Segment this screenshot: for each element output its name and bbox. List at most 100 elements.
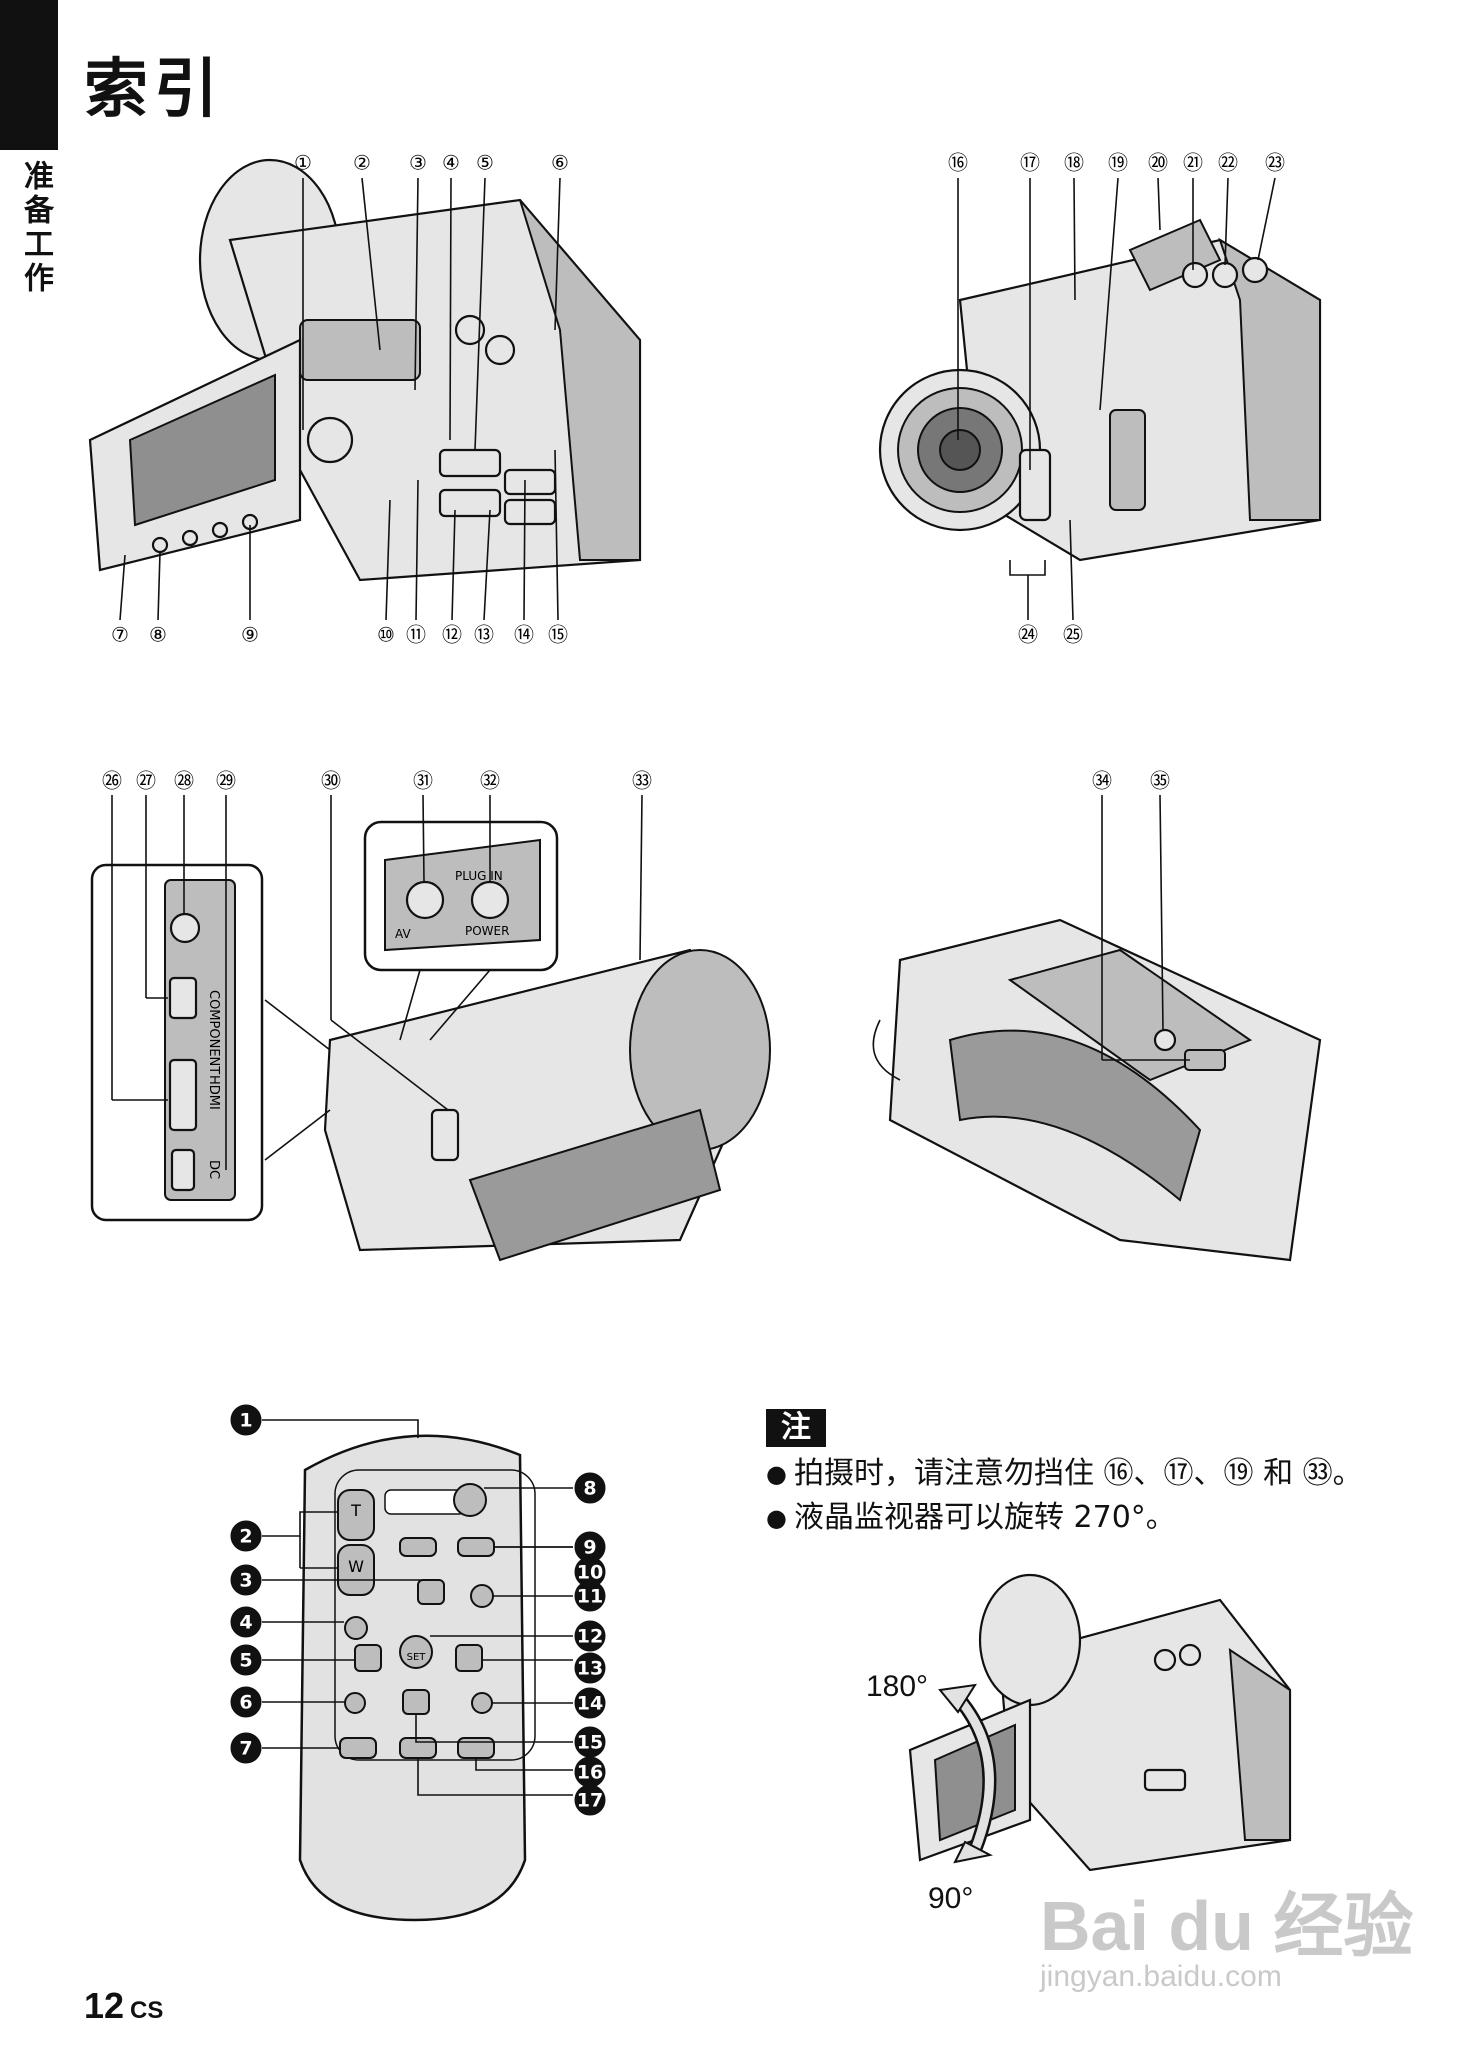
remote-callout-16: 16	[574, 1756, 606, 1788]
note-item: 拍摄时，请注意勿挡住 ⑯、⑰、⑲ 和 ㉝。	[766, 1452, 1406, 1496]
svg-text:2: 2	[239, 1526, 252, 1548]
remote-callout-3: 3	[230, 1564, 262, 1596]
svg-text:6: 6	[239, 1692, 252, 1714]
svg-text:8: 8	[583, 1478, 596, 1500]
plug-in-label: PLUG IN	[455, 869, 503, 883]
remote-callout-10-text: 10	[577, 1562, 603, 1584]
figure1-callouts: ① ② ③ ④ ⑤ ⑥ ⑦ ⑧ ⑨ ⑩ ⑪ ⑫ ⑬ ⑭ ⑮	[111, 151, 569, 647]
callout-5: ⑤	[476, 151, 494, 175]
callout-7: ⑦	[111, 623, 129, 647]
remote-callout-5: 5	[230, 1644, 262, 1676]
rotation-180-label: 180°	[866, 1670, 929, 1703]
remote-callout-2: 2	[230, 1520, 262, 1552]
svg-text:9: 9	[583, 1537, 596, 1559]
remote-callout-17: 17	[574, 1784, 606, 1816]
section-tab	[0, 0, 58, 150]
callout-24: ㉔	[1018, 623, 1038, 647]
callout-17: ⑰	[1020, 151, 1040, 175]
callout-20: ⑳	[1148, 151, 1168, 175]
remote-callout-1: 1	[230, 1404, 262, 1436]
camcorder-bottom-illustration	[872, 918, 1322, 1262]
note-label: 注	[766, 1409, 826, 1447]
remote-callout-7: 7	[230, 1732, 262, 1764]
section-label: 准备工作	[18, 160, 53, 296]
watermark-url: jingyan.baidu.com	[1040, 1960, 1282, 1993]
callout-12: ⑫	[442, 623, 462, 647]
remote-callout-10-badge: 10	[574, 1556, 606, 1588]
camcorder-front-illustration	[878, 218, 1322, 562]
callout-9: ⑨	[241, 623, 259, 647]
svg-text:3: 3	[239, 1570, 252, 1592]
note-list: 拍摄时，请注意勿挡住 ⑯、⑰、⑲ 和 ㉝。 液晶监视器可以旋转 270°。	[766, 1452, 1406, 1540]
callout-22: ㉒	[1218, 151, 1238, 175]
rotation-90-label: 90°	[928, 1882, 974, 1915]
callout-21: ㉑	[1183, 151, 1203, 175]
callout-25: ㉕	[1063, 623, 1083, 647]
set-button-label: SET	[407, 1652, 427, 1663]
remote-callout-9: 9	[574, 1531, 606, 1563]
figure4-callouts: ㉞ ㉟	[1092, 769, 1170, 793]
figure1-leaders	[119, 177, 561, 621]
page-lang: CS	[130, 1997, 164, 2024]
svg-text:11: 11	[577, 1586, 603, 1608]
camcorder-open-lcd-illustration	[88, 158, 642, 582]
callout-3: ③	[409, 151, 427, 175]
callout-32: ㉜	[480, 769, 500, 793]
callout-11: ⑪	[406, 623, 426, 647]
component-label: COMPONENT	[206, 990, 221, 1074]
callout-10: ⑩	[377, 623, 395, 647]
note-item: 液晶监视器可以旋转 270°。	[766, 1496, 1406, 1540]
callout-23: ㉓	[1265, 151, 1285, 175]
remote-control-illustration: T W SET	[298, 1434, 536, 1922]
svg-text:7: 7	[239, 1738, 252, 1760]
callout-6: ⑥	[551, 151, 569, 175]
remote-callout-15: 15	[574, 1726, 606, 1758]
svg-text:1: 1	[239, 1410, 252, 1432]
callout-2: ②	[353, 151, 371, 175]
figure3-leaders	[111, 794, 643, 1170]
camcorder-rear-illustration: COMPONENT HDMI DC AV PLUG IN POWER	[90, 820, 771, 1262]
remote-callout-8: 8	[574, 1472, 606, 1504]
callout-34: ㉞	[1092, 769, 1112, 793]
t-button-label: T	[350, 1501, 361, 1520]
callout-35: ㉟	[1150, 769, 1170, 793]
page-number-value: 12	[84, 1985, 125, 2026]
callout-13: ⑬	[474, 623, 494, 647]
svg-text:17: 17	[577, 1790, 603, 1812]
remote-callout-6: 6	[230, 1686, 262, 1718]
remote-callout-4: 4	[230, 1606, 262, 1638]
hdmi-label: HDMI	[206, 1075, 221, 1110]
svg-text:4: 4	[239, 1612, 252, 1634]
remote-callouts: 1 2 3 4 5 6 7 8 9 11 12 13 14 15 16 17	[230, 1404, 606, 1816]
figure3-callouts: ㉖ ㉗ ㉘ ㉙ ㉚ ㉛ ㉜ ㉝	[102, 769, 652, 793]
callout-27: ㉗	[136, 769, 156, 793]
page-title: 索引	[84, 53, 224, 127]
svg-text:16: 16	[577, 1762, 603, 1784]
figure2-leaders	[957, 177, 1276, 621]
callout-29: ㉙	[216, 769, 236, 793]
callout-33: ㉝	[632, 769, 652, 793]
watermark-brand: Bai du 经验	[1040, 1887, 1414, 1965]
dc-label: DC	[206, 1160, 221, 1179]
lcd-rotation-illustration	[908, 1573, 1292, 1872]
figure2-callouts: ⑯ ⑰ ⑱ ⑲ ⑳ ㉑ ㉒ ㉓ ㉔ ㉕	[948, 151, 1285, 647]
power-label: POWER	[465, 924, 509, 938]
callout-8: ⑧	[149, 623, 167, 647]
remote-callout-11: 11	[574, 1580, 606, 1612]
callout-16: ⑯	[948, 151, 968, 175]
callout-18: ⑱	[1064, 151, 1084, 175]
w-button-label: W	[348, 1557, 364, 1576]
svg-text:14: 14	[577, 1693, 603, 1715]
svg-text:15: 15	[577, 1732, 603, 1754]
callout-26: ㉖	[102, 769, 122, 793]
callout-14: ⑭	[514, 623, 534, 647]
callout-30: ㉚	[321, 769, 341, 793]
figure4-leaders	[1101, 794, 1190, 1061]
callout-28: ㉘	[174, 769, 194, 793]
callout-4: ④	[442, 151, 460, 175]
callout-31: ㉛	[413, 769, 433, 793]
svg-text:13: 13	[577, 1658, 603, 1680]
remote-callout-13-vis: 13	[574, 1652, 606, 1684]
callout-19: ⑲	[1108, 151, 1128, 175]
